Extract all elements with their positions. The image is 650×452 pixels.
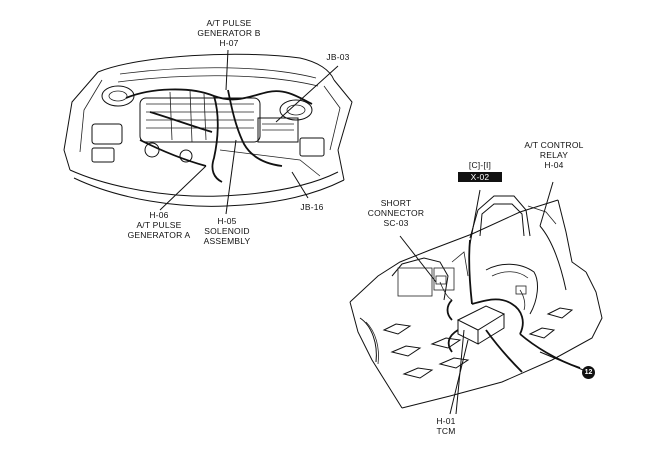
label-control-relay: A/T CONTROL RELAY H-04 [512, 140, 596, 170]
label-tcm: H-01 TCM [426, 416, 466, 436]
pulse-gen-b-line1: A/T PULSE [206, 18, 252, 28]
label-jb16: JB-16 [292, 202, 332, 212]
tcm-code: H-01 [436, 416, 456, 426]
connector-ref-text: [C]-[I] [468, 160, 492, 170]
short-connector-line2: CONNECTOR [367, 208, 425, 218]
x02-badge: X-02 [458, 172, 502, 182]
jb03-code: JB-03 [326, 52, 350, 62]
solenoid-line2: ASSEMBLY [203, 236, 251, 246]
pulse-gen-b-line2: GENERATOR B [197, 28, 261, 38]
engine-leaders [159, 49, 339, 215]
solenoid-line1: SOLENOID [204, 226, 250, 236]
solenoid-code: H-05 [217, 216, 237, 226]
pulse-gen-b-code: H-07 [219, 38, 239, 48]
control-relay-code: H-04 [544, 160, 564, 170]
label-short-connector: SHORT CONNECTOR SC-03 [356, 198, 436, 228]
tcm-text: TCM [436, 426, 456, 436]
interior-drawing [349, 195, 603, 409]
pulse-gen-a-line1: A/T PULSE [136, 220, 182, 230]
reference-badge: 12 [582, 366, 595, 379]
pulse-gen-a-line2: GENERATOR A [127, 230, 191, 240]
label-pulse-generator-a: H-06 A/T PULSE GENERATOR A [114, 210, 204, 240]
x02-wrap: X-02 [458, 172, 502, 182]
label-pulse-generator-b: A/T PULSE GENERATOR B H-07 [184, 18, 274, 48]
engine-bay-drawing [63, 53, 353, 207]
short-connector-code: SC-03 [383, 218, 409, 228]
interior-leaders [399, 181, 589, 415]
jb16-code: JB-16 [300, 202, 324, 212]
label-jb03: JB-03 [318, 52, 358, 62]
short-connector-line1: SHORT [380, 198, 412, 208]
label-solenoid-assembly: H-05 SOLENOID ASSEMBLY [190, 216, 264, 246]
label-connector-ref: [C]-[I] X-02 [458, 160, 502, 182]
control-relay-line2: RELAY [539, 150, 569, 160]
pulse-gen-a-code: H-06 [149, 210, 169, 220]
control-relay-line1: A/T CONTROL [524, 140, 584, 150]
